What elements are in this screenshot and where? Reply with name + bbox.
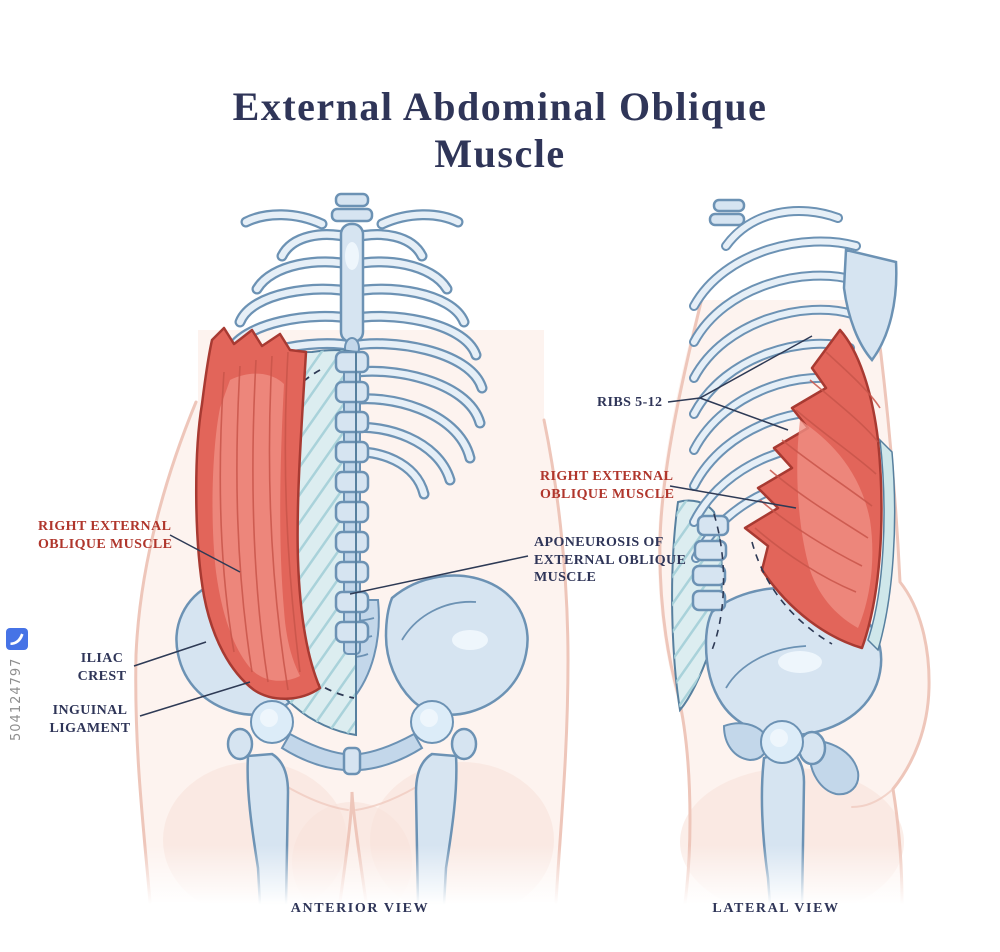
bottom-margin [0,908,1000,952]
leader-oblique-right [669,485,797,509]
anterior-view-caption: ANTERIOR VIEW [290,901,430,916]
leader-oblique-left [169,534,241,573]
lateral-figure [657,198,931,916]
label-right-external-oblique-anterior: RIGHT EXTERNAL OBLIQUE MUSCLE [38,519,173,552]
page-title: External Abdominal Oblique Muscle [232,83,768,176]
leader-iliac-crest [133,641,207,667]
leader-inguinal-ligament [139,681,251,717]
posterior-aponeurosis-band [867,437,896,652]
leader-ribs [667,335,813,431]
stock-watermark: 504124797 [6,628,32,828]
anterior-figure [134,192,570,922]
label-inguinal-ligament: INGUINAL LIGAMENT [49,703,131,736]
oblique-muscle-anterior [195,326,322,700]
label-aponeurosis: APONEUROSIS OF EXTERNAL OBLIQUE MUSCLE [534,535,687,585]
lateral-dashed-crest [751,541,833,645]
label-iliac-crest: ILIAC CREST [77,651,127,684]
spine-lateral [691,514,730,612]
stock-logo-icon [6,628,28,650]
label-right-external-oblique-lateral: RIGHT EXTERNAL OBLIQUE MUSCLE [540,469,675,502]
leader-lines [133,335,813,717]
oblique-muscle-lateral [743,328,883,650]
bottom-fade [0,845,1000,915]
leader-aponeurosis [349,555,529,595]
lateral-dashed-front [711,513,725,651]
label-ribs-5-12: RIBS 5-12 [597,395,663,410]
spine-anterior [334,350,370,655]
watermark-number: 504124797 [9,657,24,741]
lateral-view-caption: LATERAL VIEW [712,901,840,916]
scapula [842,248,898,362]
